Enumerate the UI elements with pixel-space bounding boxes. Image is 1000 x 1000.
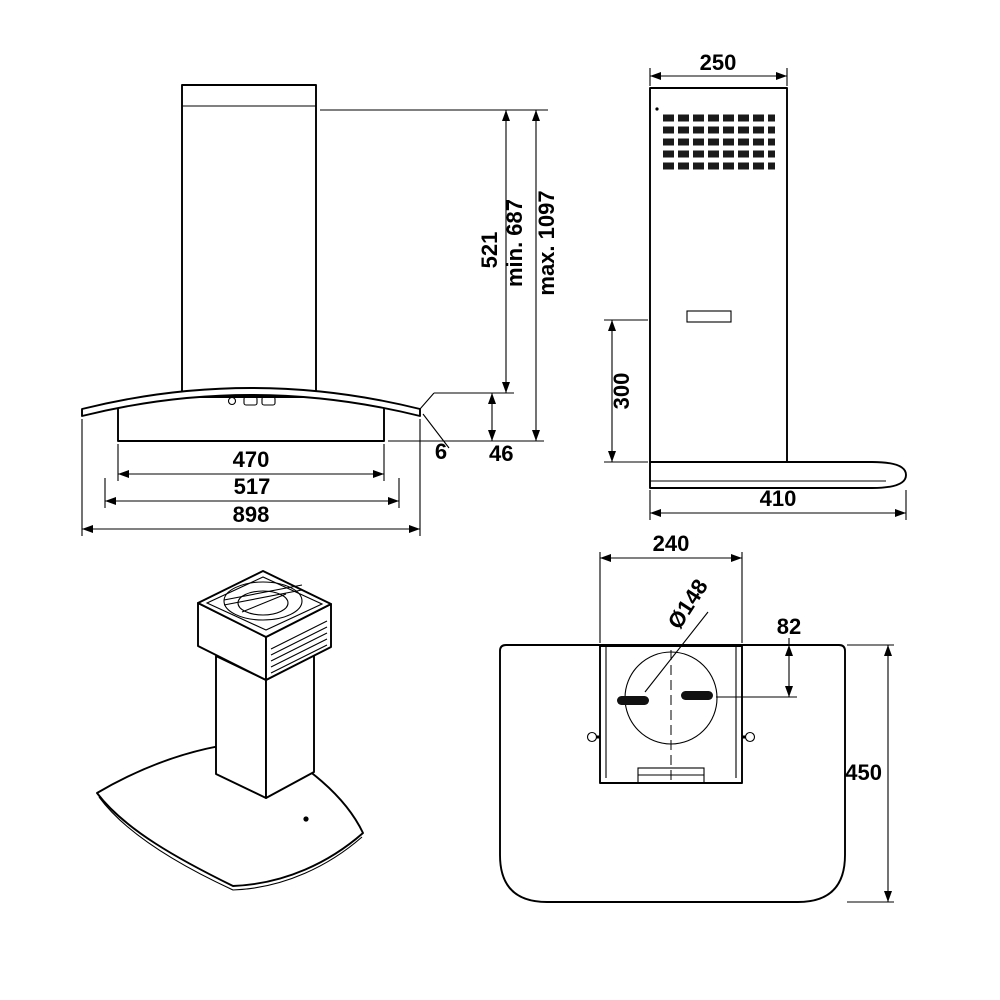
front-glass-canopy [81, 387, 421, 417]
iso-blower-strap [223, 584, 303, 613]
front-control-button [243, 396, 258, 406]
dim-label-duct-width: 240 [653, 531, 690, 556]
top-diameter-leader [644, 611, 709, 693]
dim-label-duct-depth: 250 [700, 50, 737, 75]
iso-glass-edge [98, 796, 363, 891]
side-mounting-bracket [686, 310, 732, 323]
dim-label-glass-thickness: 6 [435, 439, 447, 464]
front-control-knob [227, 396, 237, 406]
dim-label-panel-depth: 450 [845, 760, 882, 785]
front-extension-lines [81, 109, 548, 536]
iso-louver-slats [270, 620, 328, 674]
top-housing-inner-walls [605, 646, 737, 778]
side-view: 250 300 410 [604, 50, 907, 520]
iso-housing-top-rim [197, 570, 332, 638]
iso-blower-inlet-inner [237, 590, 289, 616]
dim-label-lower-duct-height: 300 [609, 373, 634, 410]
side-hood-base [649, 461, 907, 489]
dim-label-body-height: 46 [489, 441, 513, 466]
iso-housing-inner-rim [205, 576, 324, 631]
top-handle-slot-right [681, 691, 713, 700]
dim-label-duct-height: 521 [477, 232, 502, 269]
top-screw-right [744, 731, 756, 743]
front-chimney-duct [181, 84, 317, 398]
top-glass-panel [499, 644, 846, 903]
dim-label-filter-width: 470 [233, 447, 270, 472]
dim-label-total-width: 898 [233, 502, 270, 527]
dim-label-outlet-diameter: Ø148 [663, 575, 713, 634]
side-detail-dot [655, 107, 659, 111]
isometric-view [96, 570, 364, 891]
dim-label-base-depth: 410 [760, 486, 797, 511]
top-handle-slot-left [617, 696, 649, 705]
top-view: 240 Ø148 82 450 [499, 531, 894, 903]
top-extension-lines [599, 552, 894, 903]
dim-label-min-height: min. 687 [502, 199, 527, 287]
front-hood-body [117, 406, 385, 442]
side-vent-grille [663, 114, 775, 170]
iso-blower-inlet-outer [223, 581, 303, 621]
front-view: 521 min. 687 max. 1097 6 46 470 517 898 [81, 84, 559, 536]
iso-cable-gland [303, 816, 309, 822]
dim-label-outlet-offset: 82 [777, 614, 801, 639]
dim-label-body-width: 517 [234, 474, 271, 499]
dim-label-max-height: max. 1097 [534, 190, 559, 295]
top-screw-left [586, 731, 598, 743]
front-control-button [261, 396, 276, 406]
